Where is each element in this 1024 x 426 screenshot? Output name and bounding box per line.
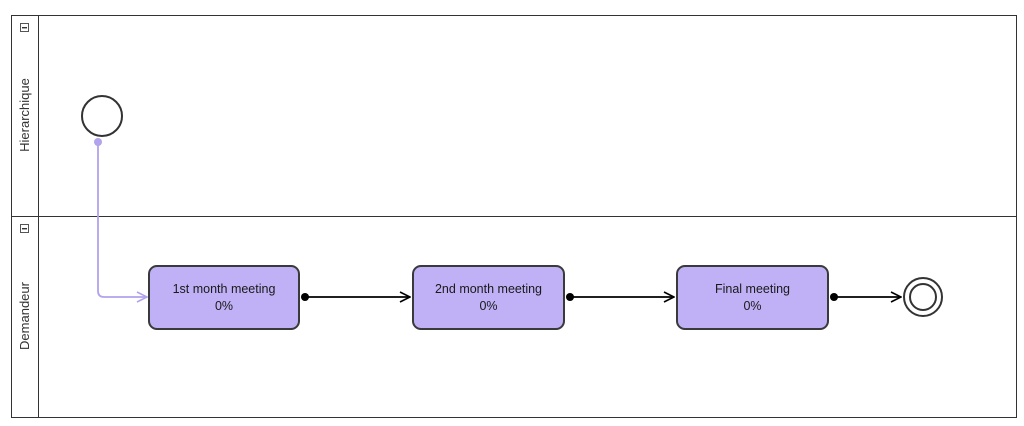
- start-event[interactable]: [81, 95, 123, 137]
- sequence-flow-2-3[interactable]: [566, 293, 674, 301]
- task-label: 2nd month meeting: [435, 282, 542, 296]
- end-event[interactable]: [903, 277, 943, 317]
- lane-label-hierarchique: Hierarchique: [17, 78, 32, 152]
- minus-square-icon[interactable]: [20, 23, 29, 32]
- task-progress: 0%: [215, 299, 233, 313]
- task-2nd-month-meeting[interactable]: 2nd month meeting 0%: [412, 265, 565, 330]
- sequence-flow-1-2[interactable]: [301, 293, 410, 301]
- task-progress: 0%: [479, 299, 497, 313]
- task-label: Final meeting: [715, 282, 790, 296]
- lane-header-hierarchique: Hierarchique: [17, 23, 32, 152]
- lane-label-demandeur: Demandeur: [17, 281, 32, 350]
- task-1st-month-meeting[interactable]: 1st month meeting 0%: [148, 265, 300, 330]
- task-progress: 0%: [743, 299, 761, 313]
- lane-header-demandeur: Demandeur: [17, 224, 32, 350]
- start-sequence-flow[interactable]: [94, 138, 147, 297]
- minus-square-icon[interactable]: [20, 224, 29, 233]
- task-final-meeting[interactable]: Final meeting 0%: [676, 265, 829, 330]
- sequence-flow-3-end[interactable]: [830, 293, 901, 301]
- task-label: 1st month meeting: [173, 282, 276, 296]
